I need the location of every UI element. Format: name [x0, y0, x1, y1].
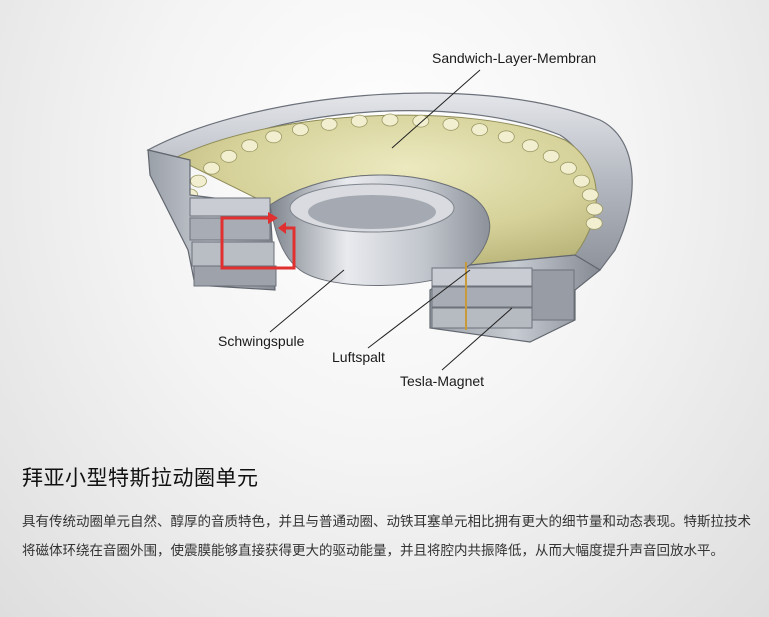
perforation-hole	[190, 174, 207, 188]
perforation-hole	[350, 114, 368, 128]
perforation-hole	[412, 114, 430, 128]
perforation-hole	[497, 130, 515, 144]
perforation-hole	[585, 216, 603, 230]
outer-rim	[146, 92, 633, 271]
perforation-hole	[265, 130, 283, 144]
perforation-hole	[381, 113, 399, 127]
perforation-hole	[203, 161, 221, 175]
perforation-hole	[573, 174, 590, 188]
perforation-hole	[241, 139, 259, 153]
label-tesla-magnet: Tesla-Magnet	[400, 373, 484, 389]
perforation-hole	[586, 202, 603, 216]
membrane-perforations	[176, 113, 603, 230]
perforation-hole	[581, 188, 599, 202]
perforation-hole	[560, 161, 577, 175]
label-sandwich-membrane: Sandwich-Layer-Membran	[432, 50, 596, 66]
right-magnet-stack	[429, 254, 602, 343]
perforation-hole	[291, 123, 309, 137]
perforation-hole	[220, 149, 238, 163]
label-voice-coil: Schwingspule	[218, 333, 305, 349]
center-pole-bore	[269, 174, 491, 286]
perforation-hole	[521, 139, 539, 153]
perforation-hole	[542, 149, 560, 163]
perforation-hole	[471, 123, 489, 137]
driver-cutaway-diagram: Sandwich-Layer-Membran Schwingspule Luft…	[146, 50, 633, 389]
callout-lines	[269, 69, 513, 371]
section-title: 拜亚小型特斯拉动圈单元	[22, 466, 259, 490]
label-air-gap: Luftspalt	[332, 349, 385, 365]
flux-path-arrow	[220, 212, 296, 270]
membrane	[173, 113, 603, 266]
perforation-hole	[320, 117, 338, 131]
section-description: 具有传统动圈单元自然、醇厚的音质特色，并且与普通动圈、动铁耳塞单元相比拥有更大的…	[22, 514, 751, 559]
perforation-hole	[442, 117, 460, 131]
left-magnet-stack	[147, 149, 277, 291]
